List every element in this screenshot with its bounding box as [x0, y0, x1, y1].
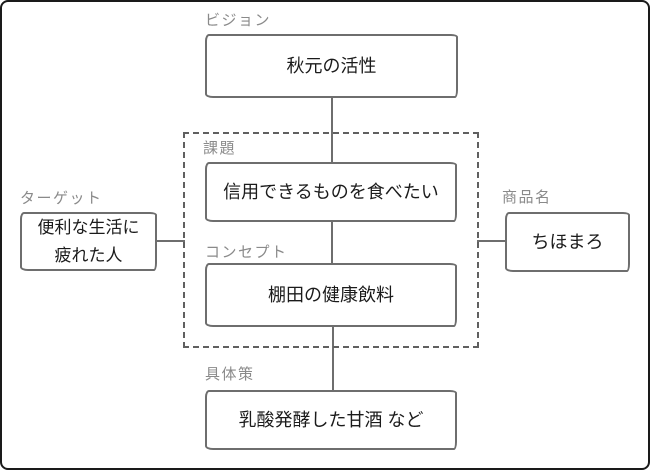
- issue-text: 信用できるものを食べたい: [223, 181, 439, 202]
- dashed-group-box: [183, 132, 479, 348]
- product-box: ちほまろ: [505, 212, 630, 272]
- target-text: 便利な生活に 疲れた人: [38, 214, 140, 268]
- target-text-line1: 便利な生活に: [37, 218, 140, 238]
- action-text: 乳酸発酵した甘酒 など: [238, 409, 424, 430]
- issue-box: 信用できるものを食べたい: [205, 162, 457, 222]
- issue-label: 課題: [203, 140, 237, 157]
- action-box: 乳酸発酵した甘酒 など: [205, 390, 457, 450]
- connector-group-product: [477, 240, 506, 242]
- connector-vision-issue: [331, 97, 333, 163]
- vision-box: 秋元の活性: [205, 34, 458, 98]
- product-text: ちほまろ: [531, 231, 604, 252]
- product-label: 商品名: [502, 189, 552, 206]
- target-box: 便利な生活に 疲れた人: [20, 212, 157, 271]
- vision-text: 秋元の活性: [286, 55, 377, 76]
- concept-label: コンセプト: [205, 244, 288, 261]
- concept-text: 棚田の健康飲料: [268, 284, 394, 305]
- connector-concept-action: [332, 326, 334, 391]
- connector-issue-concept: [331, 221, 333, 264]
- action-label: 具体策: [205, 366, 255, 383]
- target-label: ターゲット: [20, 190, 103, 207]
- vision-label: ビジョン: [205, 12, 272, 29]
- connector-target-group: [156, 240, 185, 242]
- concept-box: 棚田の健康飲料: [205, 263, 457, 327]
- target-text-line2: 疲れた人: [54, 245, 123, 265]
